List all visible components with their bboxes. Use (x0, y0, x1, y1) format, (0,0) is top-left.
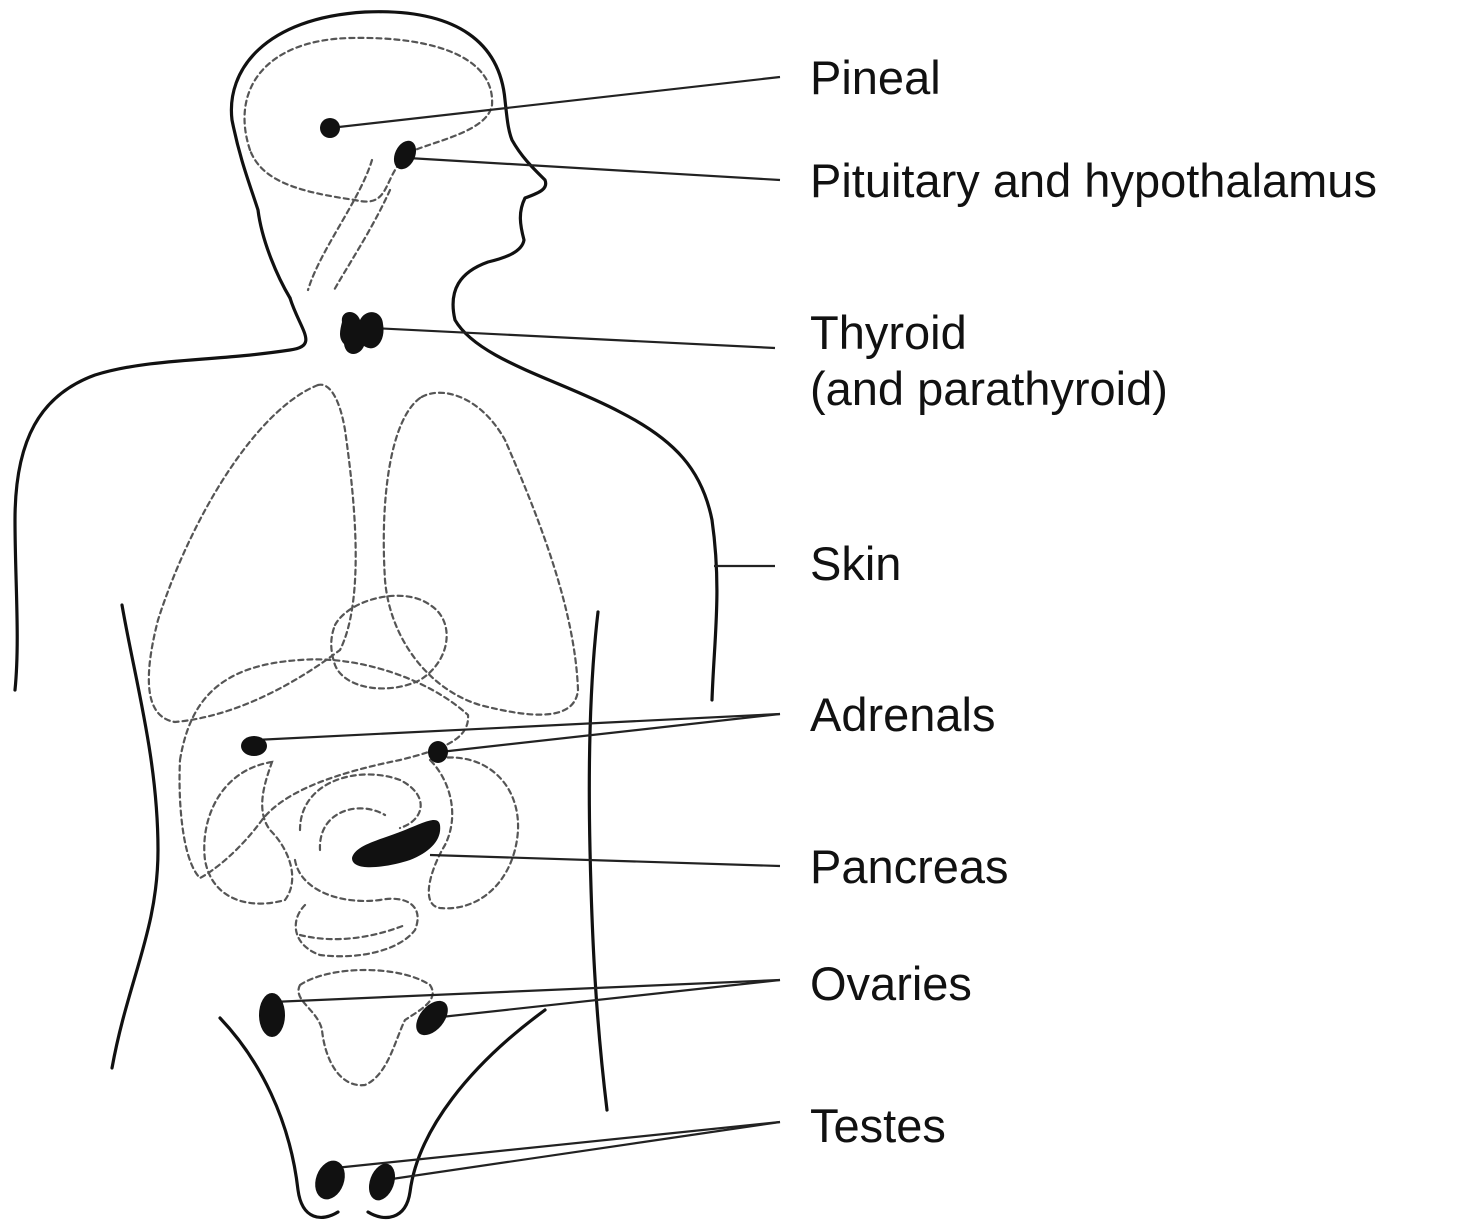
pituitary-leader (408, 158, 780, 180)
pituitary-gland (390, 137, 421, 173)
label-pineal: Pineal (810, 51, 941, 104)
label-pancreas: Pancreas (810, 840, 1009, 893)
body-outline (15, 12, 717, 1218)
left-torso-outline (112, 605, 158, 1068)
head-and-right-side-outline (231, 12, 717, 700)
lower-intestine-outline (296, 899, 418, 957)
brain-outline (245, 38, 493, 202)
adrenal-left (241, 736, 267, 756)
pineal-gland (320, 118, 340, 138)
label-pituitary: Pituitary and hypothalamus (810, 154, 1377, 207)
internal-organs (149, 38, 578, 1085)
thyroid-gland (340, 312, 384, 354)
adrenal-right (428, 741, 448, 763)
pancreas-leader (430, 855, 780, 866)
ovary-left-leader (272, 980, 780, 1002)
pineal-leader (330, 77, 780, 128)
label-thyroid: Thyroid (810, 306, 967, 359)
label-skin: Skin (810, 537, 901, 590)
ovary-left (259, 993, 285, 1037)
label-ovaries: Ovaries (810, 957, 972, 1010)
uterus-outline (298, 970, 432, 1085)
thyroid-leader (372, 328, 775, 348)
stomach-outline (429, 757, 518, 908)
ovary-right (410, 995, 454, 1041)
left-shoulder-outline (15, 298, 306, 690)
testis-left-leader (335, 1122, 780, 1168)
label-testes: Testes (810, 1099, 946, 1152)
testis-right (364, 1160, 400, 1204)
adrenal-right-leader (440, 714, 780, 752)
ovary-right-leader (432, 980, 780, 1018)
adrenal-left-leader (255, 714, 780, 740)
left-lung-outline (149, 385, 356, 722)
cord-line (333, 190, 390, 292)
right-lung-outline (384, 393, 578, 715)
label-adrenals: Adrenals (810, 688, 996, 741)
testis-left (310, 1156, 350, 1203)
brainstem-line (308, 160, 372, 290)
colon-left-outline (204, 762, 292, 904)
testis-right-leader (385, 1122, 780, 1180)
label-parathyroid: (and parathyroid) (810, 362, 1168, 415)
pancreas-gland (352, 820, 440, 867)
labels: Pineal Pituitary and hypothalamus Thyroi… (810, 51, 1377, 1152)
